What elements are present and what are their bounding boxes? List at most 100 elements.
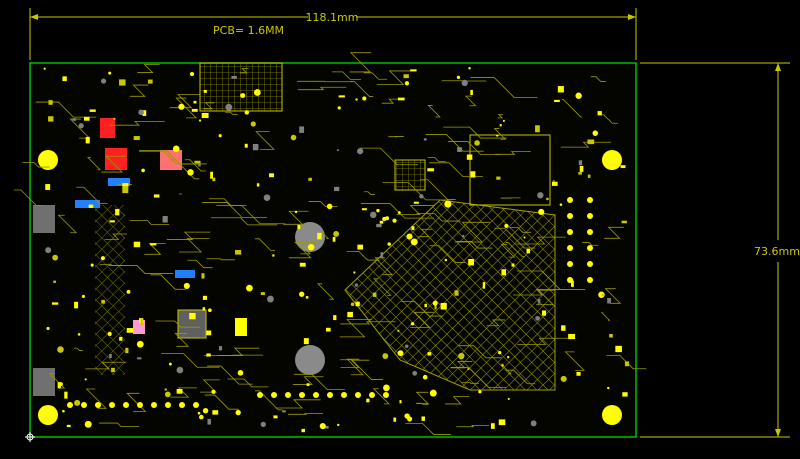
- trace: [339, 319, 372, 338]
- pad: [468, 258, 474, 266]
- pad: [468, 67, 471, 70]
- trace: [108, 265, 174, 274]
- pad: [210, 171, 214, 179]
- pad: [432, 300, 438, 306]
- pad: [609, 334, 613, 338]
- pad: [89, 109, 96, 112]
- trace: [288, 241, 318, 259]
- pad: [256, 183, 260, 187]
- pad: [413, 201, 419, 204]
- trace: [57, 214, 78, 234]
- trace: [600, 312, 611, 321]
- pad: [77, 333, 81, 336]
- header-pin: [67, 402, 73, 408]
- component-red: [105, 148, 127, 170]
- pad: [482, 282, 486, 289]
- header-pin: [327, 392, 333, 398]
- pad: [578, 160, 583, 166]
- header-pin: [587, 261, 593, 267]
- pad: [90, 263, 94, 267]
- header-pin: [567, 277, 573, 283]
- pad: [622, 392, 628, 397]
- pad: [542, 310, 547, 316]
- trace: [300, 245, 312, 255]
- pad: [305, 296, 309, 299]
- header-pin: [567, 197, 573, 203]
- trace: [254, 238, 276, 251]
- pad: [109, 354, 112, 359]
- trace: [340, 321, 396, 325]
- trace: [99, 264, 123, 266]
- pad: [191, 108, 198, 112]
- pad: [392, 218, 397, 223]
- trace: [505, 242, 525, 257]
- pad: [397, 97, 405, 101]
- pad: [260, 421, 266, 428]
- pad: [538, 208, 545, 216]
- pad: [297, 224, 301, 230]
- trace: [288, 413, 324, 415]
- pad: [412, 370, 418, 376]
- pad: [337, 423, 340, 427]
- pad: [393, 417, 397, 422]
- pad: [290, 134, 297, 141]
- pad: [496, 176, 501, 180]
- pad: [133, 136, 140, 141]
- pad: [206, 353, 211, 357]
- pad: [282, 410, 286, 413]
- mounting-hole: [602, 405, 622, 425]
- pad: [397, 350, 404, 357]
- pad: [607, 297, 611, 304]
- pad: [474, 140, 480, 146]
- pad: [411, 226, 415, 231]
- pad: [153, 194, 160, 198]
- pad: [587, 139, 595, 145]
- trace: [293, 373, 345, 390]
- pad: [45, 184, 51, 190]
- pad: [240, 93, 246, 99]
- header-pin: [109, 402, 115, 408]
- pad: [299, 262, 306, 267]
- trace: [48, 373, 66, 389]
- pad: [422, 374, 428, 380]
- pad: [355, 301, 360, 307]
- pad: [140, 318, 143, 326]
- trace: [349, 52, 372, 73]
- component-pad: [235, 318, 247, 336]
- pad: [74, 301, 79, 309]
- pad: [466, 154, 473, 160]
- pad: [333, 230, 340, 237]
- pad: [100, 78, 107, 84]
- pad: [51, 302, 59, 305]
- pad: [45, 247, 52, 254]
- pad: [624, 361, 629, 367]
- header-pin: [587, 229, 593, 235]
- pad: [511, 263, 515, 267]
- pad: [347, 311, 353, 318]
- pad: [404, 81, 410, 86]
- trace: [396, 205, 434, 216]
- trace: [240, 68, 249, 74]
- pad: [397, 329, 400, 332]
- trace: [456, 425, 489, 428]
- trace: [429, 245, 466, 263]
- pad: [84, 420, 92, 428]
- trace: [493, 128, 507, 140]
- pad: [559, 203, 563, 206]
- pad: [561, 325, 566, 331]
- trace: [373, 278, 392, 296]
- header-pin: [587, 277, 593, 283]
- pad: [357, 148, 364, 155]
- pcb-thickness-label: PCB= 1.6MM: [213, 24, 284, 37]
- pad: [301, 428, 305, 433]
- pad: [467, 367, 470, 371]
- pad: [78, 123, 84, 129]
- pad: [560, 375, 567, 382]
- trace: [564, 351, 585, 371]
- pad: [434, 304, 437, 310]
- header-pin: [355, 392, 361, 398]
- pad: [456, 75, 461, 80]
- pad: [397, 211, 401, 214]
- pad: [269, 173, 274, 178]
